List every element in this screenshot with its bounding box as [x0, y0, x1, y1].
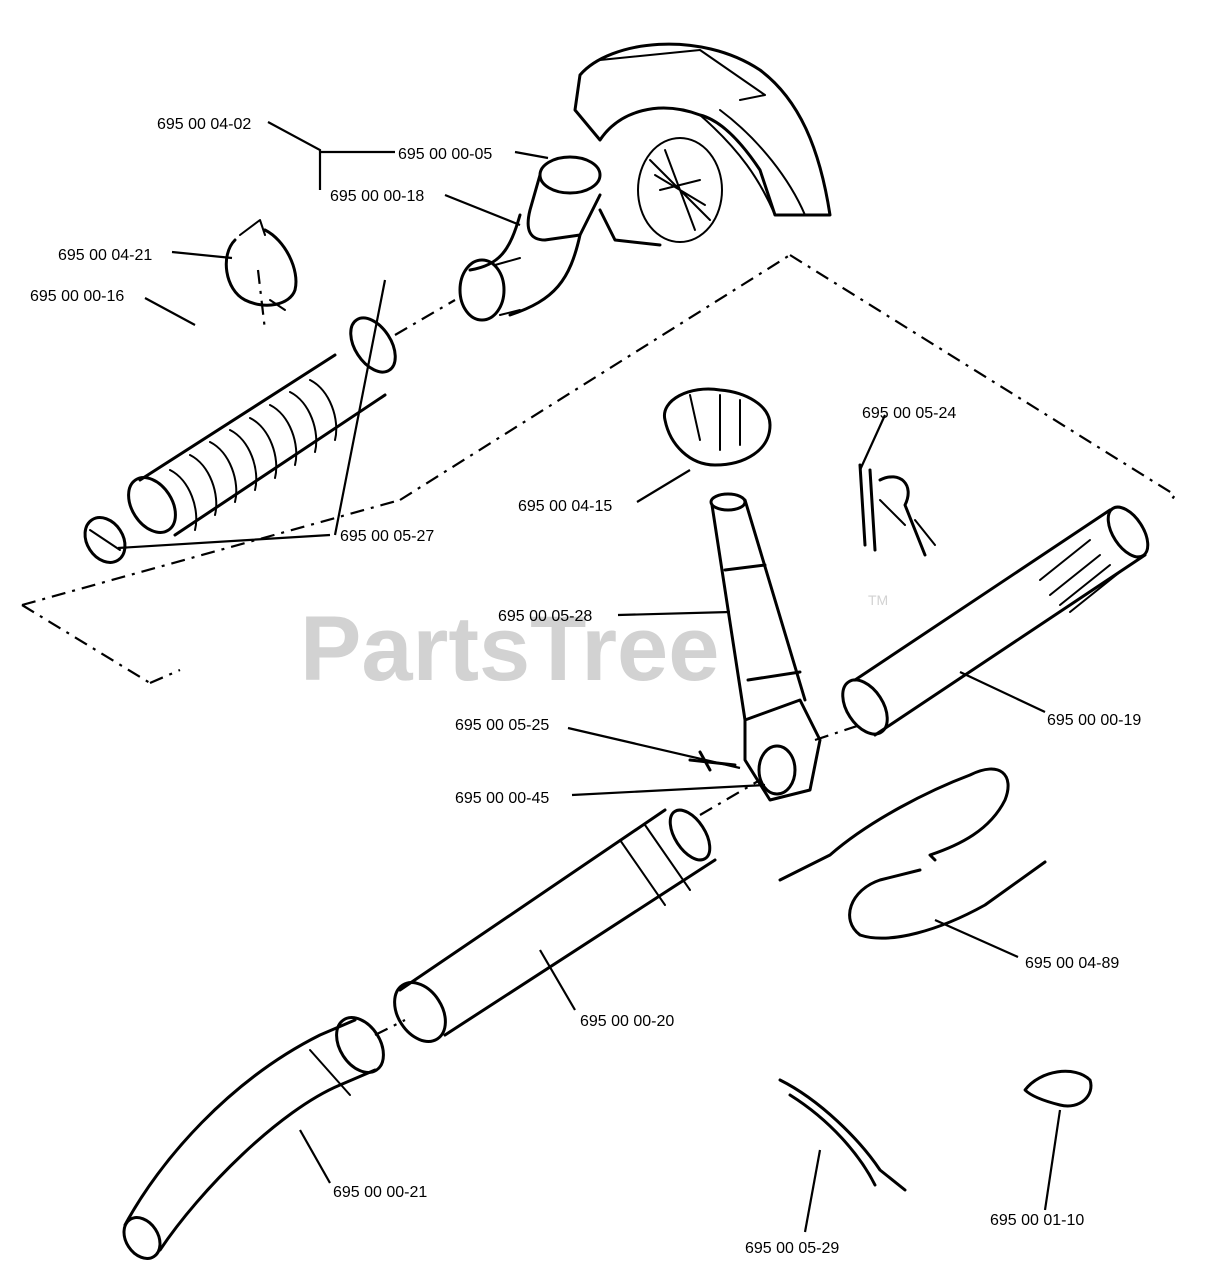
label-695-00-00-16: 695 00 00-16: [30, 288, 124, 305]
label-695-00-04-21: 695 00 04-21: [58, 247, 152, 264]
label-695-00-04-89: 695 00 04-89: [1025, 955, 1119, 972]
label-695-00-05-25: 695 00 05-25: [455, 717, 549, 734]
blower-housing: [573, 42, 832, 247]
label-695-00-00-20: 695 00 00-20: [580, 1013, 674, 1030]
label-695-00-00-45: 695 00 00-45: [455, 790, 549, 807]
corrugated-hose: [83, 316, 397, 564]
label-695-00-05-27: 695 00 05-27: [340, 528, 434, 545]
bracket-01-10: [1023, 1069, 1093, 1108]
label-695-00-05-28: 695 00 05-28: [498, 608, 592, 625]
handle-tube: [709, 492, 807, 722]
label-695-00-04-02: 695 00 04-02: [157, 116, 251, 133]
label-695-00-00-05: 695 00 00-05: [398, 146, 492, 163]
tube-axis-line: [374, 723, 861, 1036]
handle-knob: [663, 387, 772, 467]
tube-00-20: [393, 808, 717, 1043]
label-695-00-05-24: 695 00 05-24: [862, 405, 956, 422]
label-695-00-00-21: 695 00 00-21: [333, 1184, 427, 1201]
label-695-00-01-10: 695 00 01-10: [990, 1212, 1084, 1229]
straight-tube-00-19: [841, 505, 1150, 737]
throttle-cable: [778, 767, 1047, 940]
assembly-outline: [21, 254, 1177, 685]
label-695-00-00-19: 695 00 00-19: [1047, 712, 1141, 729]
clip-05-24: [858, 463, 936, 557]
clamp-axis-line: [256, 269, 267, 331]
label-695-00-00-18: 695 00 00-18: [330, 188, 424, 205]
fan-axis-line: [394, 299, 456, 336]
decal-05-29: [778, 1078, 907, 1192]
label-695-00-04-15: 695 00 04-15: [518, 498, 612, 515]
swivel-coupling: [743, 698, 822, 802]
label-695-00-05-29: 695 00 05-29: [745, 1240, 839, 1257]
watermark-trademark: TM: [868, 592, 888, 608]
curved-nozzle: [122, 1016, 385, 1260]
leader-lines: [117, 121, 1062, 1233]
outlet-elbow: [458, 155, 602, 322]
hose-clamp-04-21: [224, 219, 298, 311]
